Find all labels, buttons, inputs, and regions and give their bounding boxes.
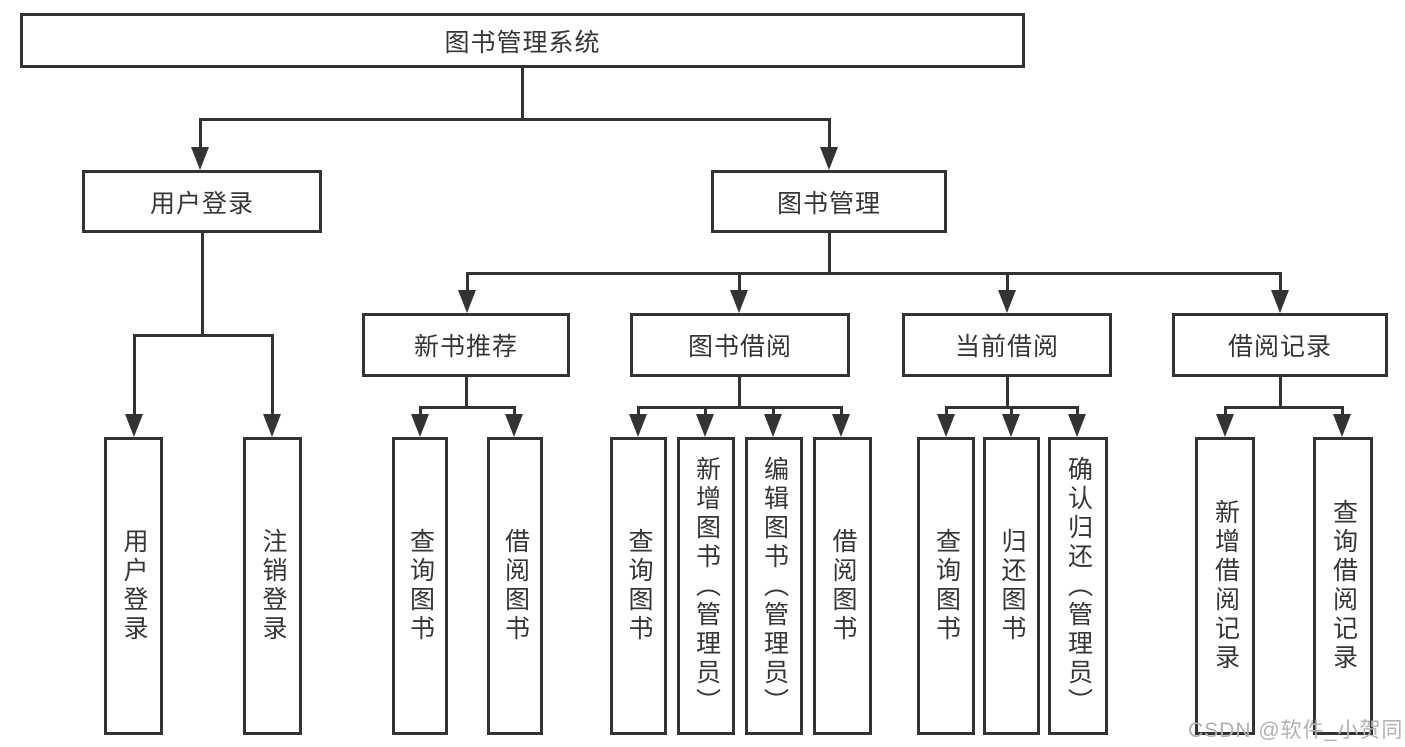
leaf-newbooks-query-books: 查询图书 (392, 437, 448, 735)
connector-line (419, 406, 422, 418)
connector-line (1341, 406, 1344, 418)
node-root-library-system: 图书管理系统 (20, 13, 1025, 68)
node-label: 借阅记录 (1227, 333, 1332, 361)
leaf-label: 归还图书 (998, 528, 1026, 644)
arrow-down-icon (263, 414, 281, 437)
connector-line (1279, 377, 1282, 408)
arrow-down-icon (820, 147, 838, 170)
connector-line (637, 406, 843, 409)
arrow-down-icon (458, 290, 476, 313)
connector-line (133, 334, 136, 416)
leaf-label: 用户登录 (120, 528, 148, 644)
leaf-current-query-books: 查询图书 (917, 437, 975, 735)
leaf-label: 新增图书（管理员） (692, 455, 721, 717)
leaf-label: 借阅图书 (829, 528, 857, 644)
connector-line (1010, 406, 1013, 418)
connector-line (521, 68, 524, 121)
node-user-login: 用户登录 (82, 170, 322, 233)
arrow-down-icon (191, 147, 209, 170)
csdn-watermark: CSDN @软件_小贺同学 (1188, 719, 1405, 742)
connector-line (738, 272, 741, 292)
arrow-down-icon (1068, 414, 1086, 437)
arrow-down-icon (505, 414, 523, 437)
arrow-down-icon (125, 414, 143, 437)
arrow-down-icon (411, 414, 429, 437)
node-label: 图书管理 (776, 189, 881, 218)
arrow-down-icon (629, 414, 647, 437)
leaf-records-query-record: 查询借阅记录 (1313, 437, 1373, 735)
connector-line (738, 377, 741, 408)
connector-line (199, 118, 831, 121)
arrow-down-icon (696, 414, 714, 437)
leaf-current-return-books: 归还图书 (983, 437, 1040, 735)
connector-line (1076, 406, 1079, 418)
connector-line (1006, 272, 1009, 292)
connector-line (828, 233, 831, 275)
leaf-borrow-borrow-books: 借阅图书 (813, 437, 872, 735)
arrow-down-icon (1216, 414, 1234, 437)
node-new-book-recommend: 新书推荐 (362, 313, 570, 377)
node-label: 当前借阅 (954, 333, 1059, 361)
leaf-label: 编辑图书（管理员） (760, 455, 789, 717)
leaf-label: 查询图书 (625, 528, 653, 644)
arrow-down-icon (832, 414, 850, 437)
leaf-borrow-add-books-admin: 新增图书（管理员） (677, 437, 735, 735)
node-borrow-records: 借阅记录 (1172, 313, 1388, 377)
leaf-logout: 注销登录 (243, 437, 302, 735)
connector-line (945, 406, 948, 418)
connector-line (704, 406, 707, 418)
connector-line (199, 118, 202, 151)
leaf-borrow-edit-books-admin: 编辑图书（管理员） (745, 437, 803, 735)
node-label: 用户登录 (149, 189, 254, 218)
connector-line (513, 406, 516, 418)
arrow-down-icon (998, 290, 1016, 313)
connector-line (419, 406, 516, 409)
arrow-down-icon (730, 290, 748, 313)
connector-line (1224, 406, 1227, 418)
node-book-borrow: 图书借阅 (630, 313, 850, 377)
connector-line (1224, 406, 1344, 409)
connector-line (271, 334, 274, 416)
connector-line (637, 406, 640, 418)
node-book-management: 图书管理 (711, 170, 947, 233)
node-label: 图书管理系统 (444, 28, 601, 57)
leaf-label: 注销登录 (259, 528, 287, 644)
connector-line (1279, 272, 1282, 292)
connector-line (1006, 377, 1009, 408)
connector-line (465, 377, 468, 408)
arrow-down-icon (764, 414, 782, 437)
leaf-label: 确认归还（管理员） (1064, 455, 1093, 717)
leaf-records-add-record: 新增借阅记录 (1195, 437, 1255, 735)
connector-line (201, 233, 204, 337)
node-label: 图书借阅 (687, 333, 792, 361)
connector-line (828, 118, 831, 151)
leaf-label: 查询借阅记录 (1329, 499, 1358, 673)
node-current-borrow: 当前借阅 (902, 313, 1112, 377)
node-label: 新书推荐 (413, 333, 518, 361)
leaf-label: 新增借阅记录 (1211, 499, 1240, 673)
arrow-down-icon (937, 414, 955, 437)
connector-line (133, 334, 274, 337)
leaf-borrow-query-books: 查询图书 (610, 437, 667, 735)
connector-line (466, 272, 1282, 275)
leaf-label: 借阅图书 (501, 528, 530, 644)
leaf-label: 查询图书 (406, 528, 435, 644)
leaf-newbooks-borrow-books: 借阅图书 (487, 437, 543, 735)
connector-line (466, 272, 469, 292)
arrow-down-icon (1271, 290, 1289, 313)
arrow-down-icon (1002, 414, 1020, 437)
arrow-down-icon (1333, 414, 1351, 437)
connector-line (772, 406, 775, 418)
connector-line (840, 406, 843, 418)
leaf-label: 查询图书 (932, 528, 961, 644)
leaf-user-login: 用户登录 (104, 437, 163, 735)
leaf-current-confirm-return-admin: 确认归还（管理员） (1048, 437, 1108, 735)
